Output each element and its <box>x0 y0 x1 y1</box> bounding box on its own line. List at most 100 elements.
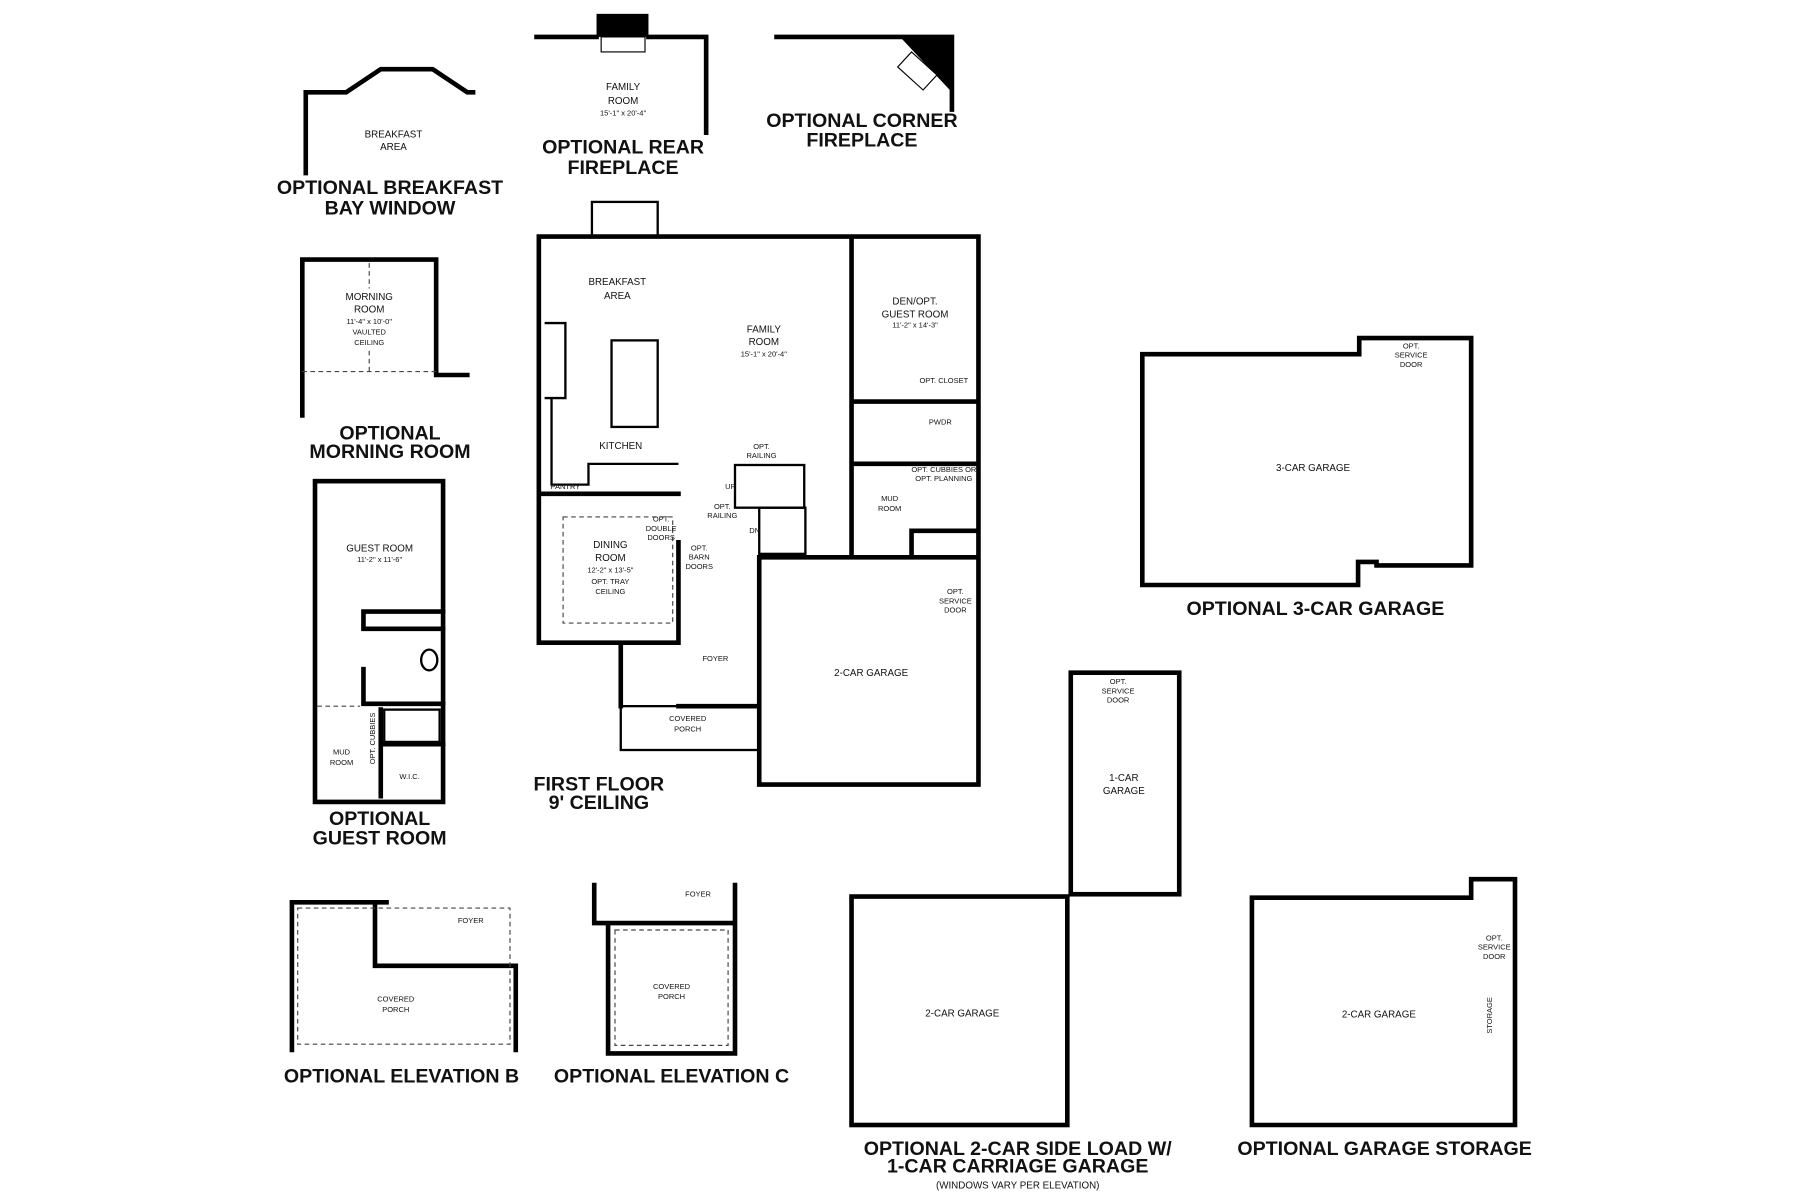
section-title: OPTIONAL BREAKFAST <box>277 177 503 199</box>
room-label: ROOM <box>595 553 625 564</box>
room-label: MUD <box>881 494 899 503</box>
room-note: RAILING <box>747 451 777 460</box>
room-label: ROOM <box>749 337 779 348</box>
room-label: ROOM <box>878 504 901 513</box>
room-label: AREA <box>380 142 407 153</box>
section-title: OPTIONAL ELEVATION C <box>554 1065 789 1087</box>
room-label: MORNING <box>346 292 393 303</box>
optional-guest-room: GUEST ROOM 11'-2" x 11'-6" MUD ROOM OPT.… <box>313 478 447 850</box>
room-note: OPT. <box>1403 341 1420 350</box>
room-label: ROOM <box>354 305 384 316</box>
section-title: BAY WINDOW <box>325 198 456 220</box>
room-size: 15'-1" x 20'-4" <box>741 350 787 359</box>
room-label: PORCH <box>674 725 701 734</box>
optional-elevation-c: FOYER COVERED PORCH OPTIONAL ELEVATION C <box>554 882 789 1087</box>
room-label: ROOM <box>330 758 353 767</box>
section-title: OPTIONAL <box>339 423 440 445</box>
room-label: GARAGE <box>1103 786 1145 797</box>
room-label: DEN/OPT. <box>892 297 937 308</box>
room-label: FAMILY <box>747 324 782 335</box>
room-size: 12'-2" x 13'-5" <box>587 565 633 574</box>
room-label: PWDR <box>929 418 952 427</box>
room-note: BARN <box>689 553 710 562</box>
room-label: STORAGE <box>1485 997 1494 1034</box>
room-label: 2-CAR GARAGE <box>1342 1010 1417 1021</box>
room-label: FAMILY <box>606 82 641 93</box>
room-label: ROOM <box>608 96 638 107</box>
section-title: OPTIONAL REAR <box>542 136 704 158</box>
room-label: COVERED <box>377 995 415 1004</box>
room-label: FOYER <box>685 890 711 899</box>
room-note: OPT. <box>714 502 731 511</box>
room-label: 2-CAR GARAGE <box>834 668 909 679</box>
optional-corner-fireplace: OPTIONAL CORNER FIREPLACE <box>766 34 958 152</box>
room-note: OPT. <box>1486 933 1503 942</box>
room-size: 11'-4" x 10'-0" <box>346 317 392 326</box>
room-note: DOOR <box>944 606 967 615</box>
room-label: GUEST ROOM <box>346 544 413 555</box>
room-note: VAULTED <box>352 328 386 337</box>
section-title: 9' CEILING <box>549 792 650 814</box>
room-note: OPT. <box>753 442 770 451</box>
room-size: 15'-1" x 20'-4" <box>600 108 646 117</box>
section-title: OPTIONAL 2-CAR SIDE LOAD W/ <box>864 1138 1172 1160</box>
room-note: SERVICE <box>1102 686 1135 695</box>
room-label: COVERED <box>653 982 691 991</box>
room-note: OPT. TRAY <box>591 577 629 586</box>
section-title: OPTIONAL <box>329 808 430 830</box>
room-size: 11'-2" x 14'-3" <box>892 321 938 330</box>
room-note: OPT. CUBBIES OR <box>911 465 977 474</box>
room-note: OPT. <box>1110 677 1127 686</box>
room-note: DOOR <box>1483 952 1506 961</box>
optional-morning-room: MORNING ROOM 11'-4" x 10'-0" VAULTED CEI… <box>300 257 471 463</box>
room-label: 3-CAR GARAGE <box>1276 463 1351 474</box>
room-label: FOYER <box>702 654 728 663</box>
room-note: DOUBLE <box>646 524 677 533</box>
fireplace-icon <box>596 13 649 37</box>
section-title: GUEST ROOM <box>313 828 447 850</box>
optional-garage-storage: 2-CAR GARAGE STORAGE OPT. SERVICE DOOR O… <box>1237 876 1532 1160</box>
section-title: FIRST FLOOR <box>533 773 664 795</box>
section-title: MORNING ROOM <box>309 441 470 463</box>
optional-rear-fireplace: FAMILY ROOM 15'-1" x 20'-4" OPTIONAL REA… <box>534 13 709 179</box>
room-note: DOOR <box>1107 696 1130 705</box>
room-note: CEILING <box>595 587 625 596</box>
room-note: CEILING <box>354 338 384 347</box>
room-note: SERVICE <box>939 596 972 605</box>
room-note: OPT. <box>947 587 964 596</box>
stair-label: UP <box>725 482 735 491</box>
optional-breakfast-bay-window: BREAKFAST AREA OPTIONAL BREAKFAST BAY WI… <box>277 66 503 220</box>
room-note: OPT. <box>653 515 670 524</box>
section-title: 1-CAR CARRIAGE GARAGE <box>887 1155 1148 1177</box>
optional-side-load-garage: 1-CAR GARAGE OPT. SERVICE DOOR 2-CAR GAR… <box>849 670 1182 1191</box>
room-label: BREAKFAST <box>365 129 423 140</box>
room-note: DOOR <box>1400 360 1423 369</box>
room-label: PANTRY <box>551 482 581 491</box>
room-note: SERVICE <box>1478 943 1511 952</box>
room-label: 1-CAR <box>1109 773 1138 784</box>
section-subtitle: (WINDOWS VARY PER ELEVATION) <box>936 1180 1100 1191</box>
room-note: DOORS <box>647 533 675 542</box>
room-size: 11'-2" x 11'-6" <box>357 555 402 564</box>
room-label: DINING <box>593 540 627 551</box>
room-note: RAILING <box>707 511 737 520</box>
section-title: OPTIONAL GARAGE STORAGE <box>1237 1138 1532 1160</box>
room-note: OPT. PLANNING <box>915 474 972 483</box>
section-title: FIREPLACE <box>568 157 679 179</box>
room-label: W.I.C. <box>399 772 419 781</box>
room-label: KITCHEN <box>599 441 642 452</box>
room-label: FOYER <box>458 916 484 925</box>
room-note: SERVICE <box>1395 351 1428 360</box>
room-note: OPT. <box>691 543 708 552</box>
room-note: OPT. CUBBIES <box>368 713 377 765</box>
section-title: FIREPLACE <box>806 130 917 152</box>
room-label: BREAKFAST <box>588 277 646 288</box>
stair-label: DN <box>749 526 760 535</box>
room-label: GUEST ROOM <box>882 309 949 320</box>
room-label: COVERED <box>669 714 707 723</box>
room-label: PORCH <box>382 1005 409 1014</box>
room-label: MUD <box>333 748 351 757</box>
section-title: OPTIONAL CORNER <box>766 110 957 132</box>
room-note: OPT. CLOSET <box>919 376 968 385</box>
